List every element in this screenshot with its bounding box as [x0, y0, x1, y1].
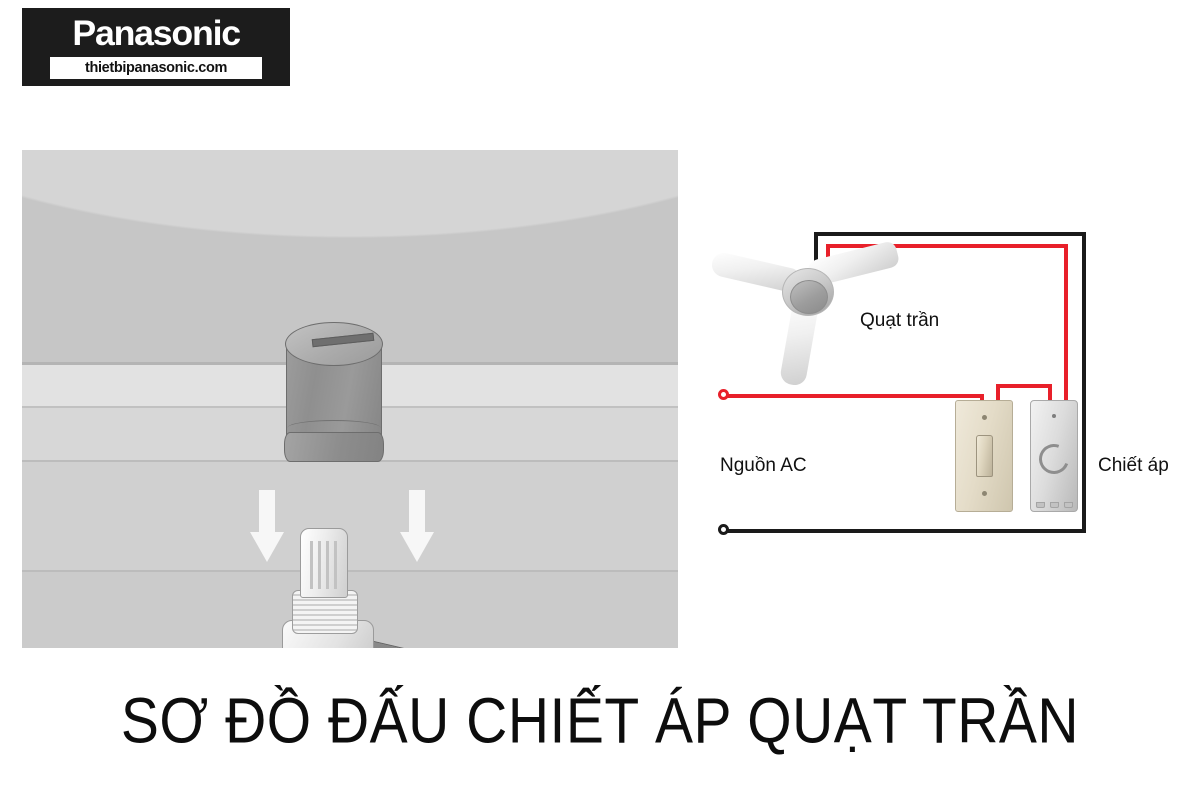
- wire-red-source-run: [726, 394, 984, 398]
- knob-indicator-slot: [311, 332, 375, 348]
- label-ac-source: Nguồn AC: [720, 455, 807, 476]
- switch-lever[interactable]: [976, 435, 993, 477]
- surface-band: [22, 462, 678, 570]
- wire-black-top-run: [814, 232, 1086, 236]
- terminal-neutral: [718, 524, 729, 535]
- page-title: SƠ ĐỒ ĐẤU CHIẾT ÁP QUẠT TRẦN: [120, 685, 1080, 757]
- shaft-flute: [318, 541, 321, 589]
- wire-black-right-drop: [1082, 232, 1086, 533]
- brand-url-text: thietbipanasonic.com: [84, 60, 228, 76]
- dimmer-foot: [1036, 502, 1045, 508]
- potentiometer-illustration: [22, 150, 678, 648]
- plate-screw: [982, 491, 987, 496]
- arrow-head: [250, 532, 284, 562]
- label-potentiometer: Chiết áp: [1098, 455, 1169, 476]
- dimmer-foot: [1064, 502, 1073, 508]
- rotary-dimmer-icon[interactable]: [1030, 400, 1078, 512]
- potentiometer-shaft: [300, 528, 348, 598]
- wire-red-switch-out: [996, 384, 1000, 410]
- fan-hub-center: [790, 280, 828, 314]
- shaft-flute: [334, 541, 337, 589]
- arrow-stem: [259, 490, 275, 534]
- brand-url-plate: thietbipanasonic.com: [50, 57, 262, 79]
- toggle-switch-icon[interactable]: [955, 400, 1013, 512]
- knob-top-face: [285, 322, 383, 366]
- potentiometer-terminal-board: [354, 636, 506, 648]
- wire-red-dimmer-in: [1048, 384, 1052, 410]
- dimmer-body: [1030, 400, 1078, 512]
- brand-wordmark: Panasonic: [72, 14, 241, 53]
- shaft-flute: [326, 541, 329, 589]
- wire-red-top-run: [826, 244, 1068, 248]
- wire-red-dimmer-riser: [1064, 244, 1068, 410]
- plate-screw: [982, 415, 987, 420]
- down-arrow-icon: [400, 490, 434, 562]
- panasonic-logo: Panasonic thietbipanasonic.com: [22, 8, 290, 86]
- wire-black-bottom-run: [726, 529, 1086, 533]
- wiring-diagram: [700, 218, 1172, 548]
- label-ceiling-fan: Quạt trần: [860, 310, 940, 331]
- arrow-stem: [409, 490, 425, 534]
- terminal-live: [718, 389, 729, 400]
- dimmer-screw: [1052, 414, 1056, 418]
- surface-band: [22, 570, 678, 572]
- potentiometer-body: [234, 528, 564, 648]
- knob-skirt: [284, 432, 384, 462]
- down-arrow-icon: [250, 490, 284, 562]
- dimmer-foot: [1050, 502, 1059, 508]
- ceiling-fan-icon: [708, 238, 901, 387]
- rotary-knob-icon: [284, 320, 384, 470]
- arrow-head: [400, 532, 434, 562]
- knob-ring: [287, 420, 381, 436]
- shaft-flute: [310, 541, 313, 589]
- wire-red-jumper: [996, 384, 1052, 388]
